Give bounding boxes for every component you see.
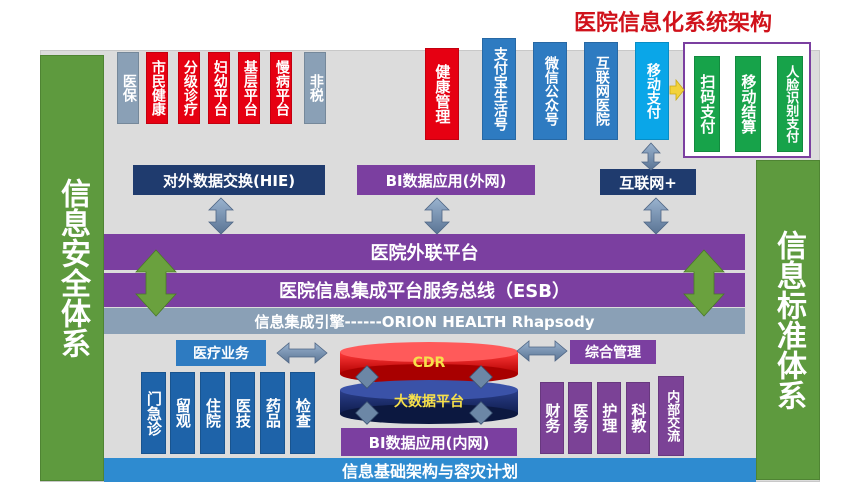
- ext-box-0: 医保: [117, 52, 139, 124]
- ext-box-2: 分级诊疗: [178, 52, 200, 124]
- diagram-title: 医院信息化系统架构: [573, 11, 772, 36]
- med-box-1: 留观: [170, 372, 195, 454]
- left-pillar-security: 信息安全体系: [40, 55, 104, 481]
- infrastructure-band: 信息基础架构与容灾计划: [104, 458, 756, 482]
- app-box-alipay: 支付宝生活号: [482, 38, 516, 140]
- engine-band: 信息集成引擎------ORION HEALTH Rhapsody: [104, 308, 745, 334]
- internet-plus-label: 互联网+: [600, 169, 696, 195]
- vertical-arrows: [208, 142, 669, 235]
- med-box-4: 药品: [260, 372, 285, 454]
- pay-box-face: 人脸识别支付: [777, 56, 803, 152]
- yellow-arrow: [669, 78, 685, 102]
- cylinder-connector-arrows: [355, 365, 493, 425]
- bi-external-label: BI数据应用(外网): [357, 165, 535, 195]
- app-box-mobile-pay: 移动支付: [635, 42, 669, 140]
- cdr-label: CDR: [412, 355, 446, 371]
- bigdata-label: 大数据平台: [394, 394, 464, 410]
- mgmt-box-3: 科教: [626, 382, 650, 454]
- mgmt-box-2: 护理: [597, 382, 621, 454]
- right-pillar-standards: 信息标准体系: [756, 160, 820, 480]
- green-double-arrows: [135, 249, 725, 317]
- mgmt-box-1: 医务: [568, 382, 592, 454]
- outer-platform-band: 医院外联平台: [104, 234, 745, 270]
- ext-box-4: 基层平台: [238, 52, 260, 124]
- ext-box-3: 妇幼平台: [208, 52, 230, 124]
- integrated-mgmt-label: 综合管理: [570, 340, 656, 364]
- app-box-wechat: 微信公众号: [533, 42, 567, 140]
- ext-box-5: 慢病平台: [270, 52, 292, 124]
- horizontal-arrows: [276, 340, 568, 364]
- med-box-2: 住院: [200, 372, 225, 454]
- pay-box-scan: 扫码支付: [694, 56, 720, 152]
- med-box-0: 门急诊: [141, 372, 166, 454]
- esb-band: 医院信息集成平台服务总线（ESB）: [104, 273, 745, 307]
- pay-box-settle: 移动结算: [735, 56, 761, 152]
- app-box-health: 健康管理: [425, 48, 459, 140]
- med-box-3: 医技: [230, 372, 255, 454]
- ext-box-6: 非税: [304, 52, 326, 124]
- ext-box-1: 市民健康: [146, 52, 168, 124]
- medical-business-label: 医疗业务: [176, 340, 266, 366]
- med-box-5: 检查: [290, 372, 315, 454]
- mgmt-box-4: 内部交流: [658, 376, 684, 456]
- bi-internal-label: BI数据应用(内网): [341, 428, 517, 456]
- app-box-internet-hospital: 互联网医院: [584, 42, 618, 140]
- mgmt-box-0: 财务: [540, 382, 564, 454]
- cdr-cylinder: [340, 342, 518, 384]
- hie-label: 对外数据交换(HIE): [133, 165, 325, 195]
